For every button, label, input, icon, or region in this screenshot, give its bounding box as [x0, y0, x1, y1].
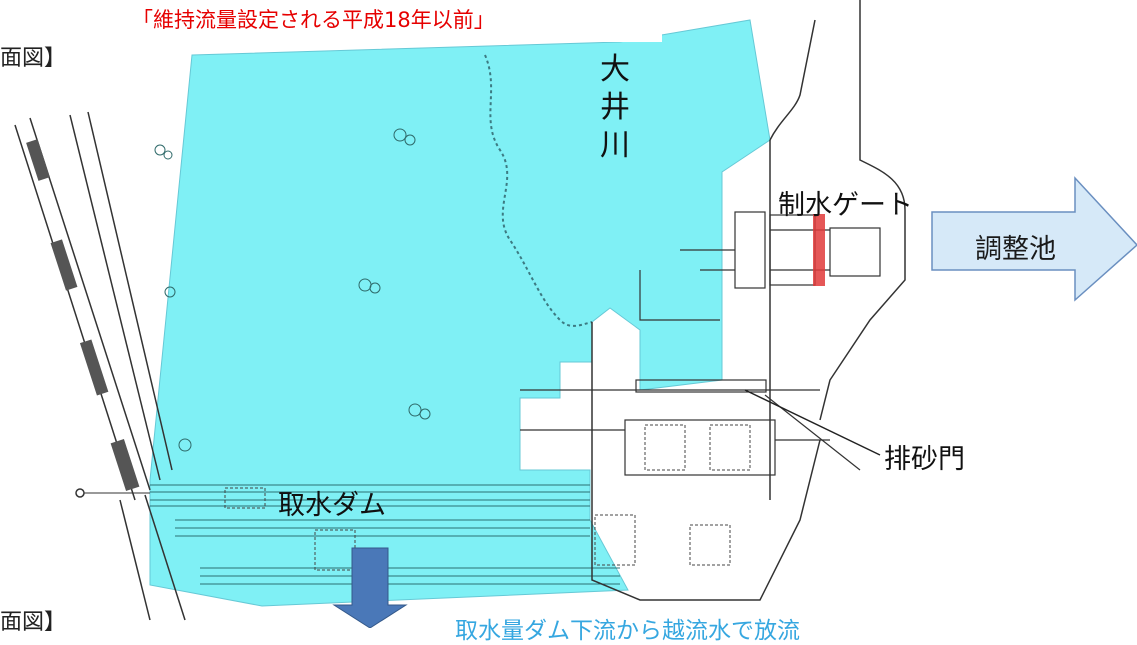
- bank-hatching: [26, 139, 140, 491]
- control-gate-label: 制水ゲート: [778, 190, 913, 221]
- rock-symbols: [154, 128, 431, 452]
- river-label-char-1: 大: [600, 52, 630, 87]
- regulating-pond-arrow: [931, 176, 1137, 302]
- page-title: 「維持流量設定される平成18年以前」: [124, 0, 662, 42]
- control-gate-red: [813, 214, 825, 286]
- left-bank-structure: [14, 111, 186, 621]
- figure-label-section: 面図】: [0, 610, 67, 635]
- river-label-char-2: 井: [600, 90, 630, 125]
- river-water-area: [149, 19, 771, 607]
- intake-dam-label: 取水ダム: [278, 490, 386, 521]
- regulating-pond-label: 調整池: [975, 234, 1056, 265]
- shoreline-contour: [484, 54, 593, 327]
- circle-marker: [75, 488, 150, 498]
- right-bank-outline: [591, 0, 906, 601]
- downstream-note: 取水量ダム下流から越流水で放流: [455, 618, 800, 644]
- intake-dam-lines: [150, 484, 620, 585]
- downstream-arrow: [332, 547, 408, 628]
- sand-gate-pointer: [744, 389, 881, 456]
- sand-gate-label: 排砂門: [884, 444, 965, 475]
- river-label-char-3: 川: [600, 128, 630, 163]
- dam-plan-drawing: [14, 0, 1137, 628]
- figure-label-plan: 面図】: [0, 46, 67, 71]
- rubble-patches: [224, 424, 751, 571]
